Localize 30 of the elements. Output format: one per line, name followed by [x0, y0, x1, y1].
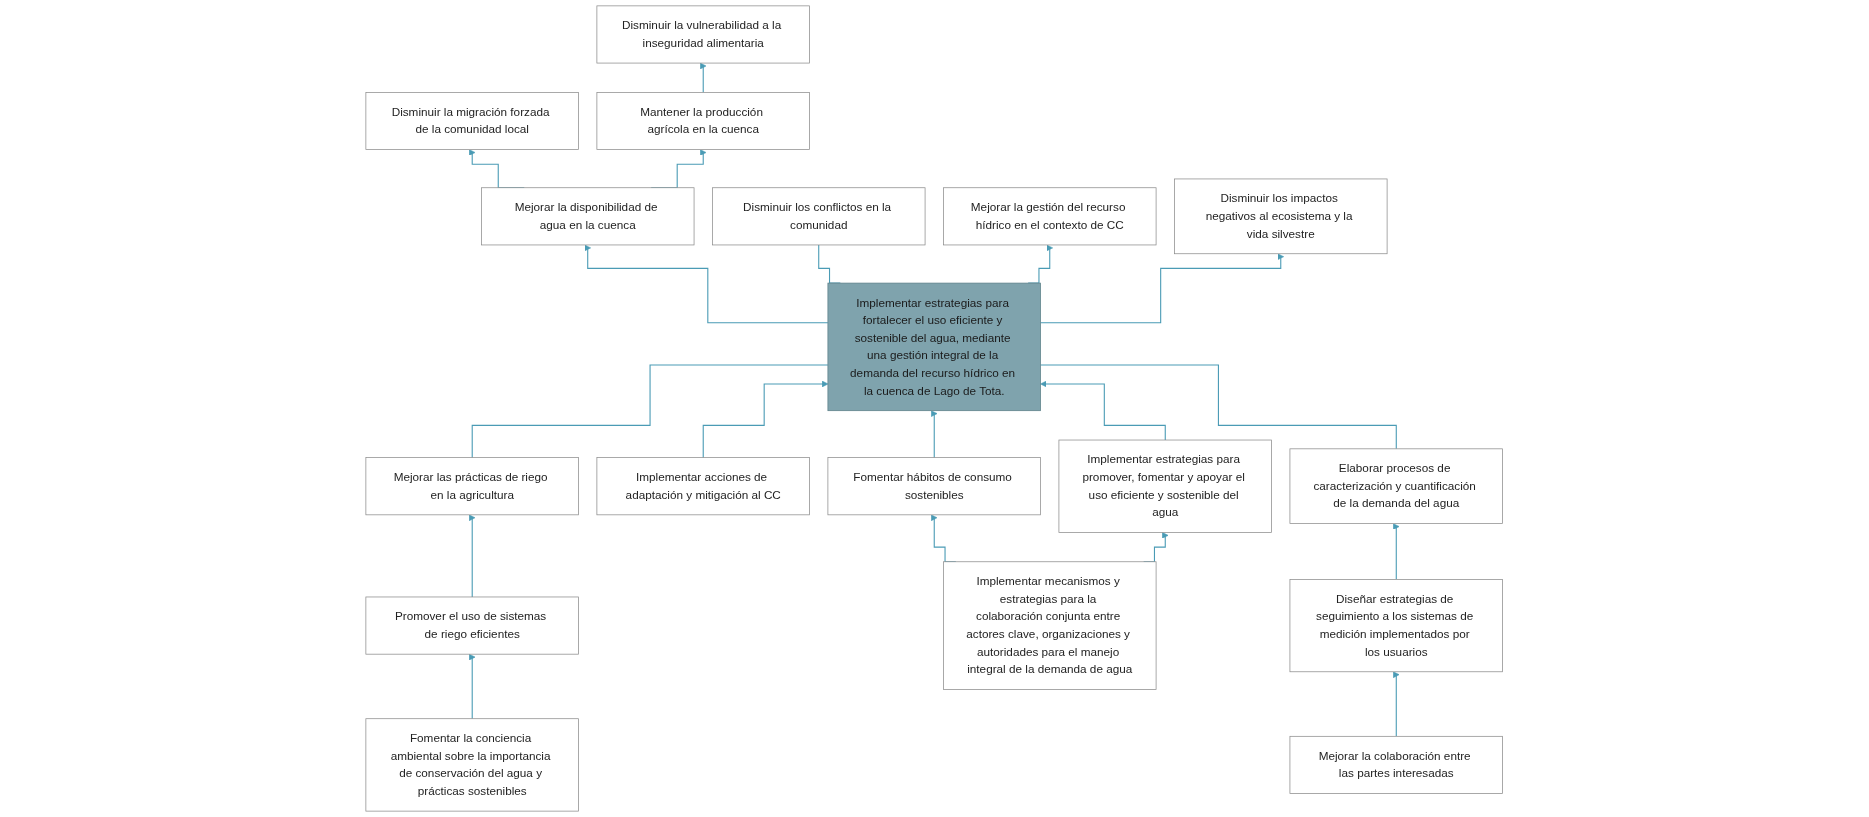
node-box: Mantener la producción agrícola en la cuenca: [596, 92, 811, 150]
arrow: [1040, 380, 1167, 441]
node-box: Diseñar estrategias de seguimiento a los sistemas de medición implementados por los usuarios: [1289, 579, 1504, 673]
connector: [1040, 364, 1398, 450]
node-box: Implementar acciones de adaptación y mitigación al CC: [596, 457, 811, 516]
node-box: Mejorar la disponibilidad de agua en la cuenca: [481, 187, 695, 246]
arrow: [1393, 523, 1400, 580]
node-box: Implementar mecanismos y estrategias para la colaboración conjunta entre actores clave, organizaciones y autoridades para el manejo integral de la demanda de agua: [943, 561, 1157, 690]
arrow: [1040, 253, 1285, 324]
arrow: [469, 514, 476, 598]
node-box: Implementar estrategias para fortalecer el uso eficiente y sostenible del agua, mediante una gestión integral de la demanda del recurso hídrico en la cuenca de Lago de Tota.: [827, 282, 1042, 412]
node-box: Disminuir los impactos negativos al ecosistema y la vida silvestre: [1174, 178, 1388, 255]
node-box: Disminuir los conflictos en la comunidad: [712, 187, 926, 246]
node-box: Elaborar procesos de caracterización y cuantificación de la demanda del agua: [1289, 448, 1504, 524]
arrow: [931, 410, 938, 459]
node-box: Mejorar la gestión del recurso hídrico en el contexto de CC: [943, 187, 1157, 246]
arrow: [1393, 671, 1400, 737]
node-box: Fomentar la conciencia ambiental sobre la importancia de conservación del agua y prácticas sostenibles: [365, 718, 580, 812]
node-box: Mejorar la colaboración entre las partes interesadas: [1289, 735, 1504, 794]
node-box: Disminuir la migración forzada de la comunidad local: [365, 92, 580, 150]
node-box: Disminuir la vulnerabilidad a la inseguridad alimentaria: [596, 5, 811, 64]
arrow: [584, 244, 829, 324]
connector: [471, 364, 829, 459]
arrow: [702, 380, 829, 459]
node-box: Promover el uso de sistemas de riego eficientes: [365, 596, 580, 655]
arrow: [700, 62, 707, 93]
node-box: Fomentar hábitos de consumo sostenibles: [827, 457, 1042, 516]
node-box: Mejorar las prácticas de riego en la agricultura: [365, 457, 580, 516]
node-box: Implementar estrategias para promover, fomentar y apoyar el uso eficiente y sostenible del agua: [1058, 439, 1273, 533]
arrow: [469, 653, 476, 720]
